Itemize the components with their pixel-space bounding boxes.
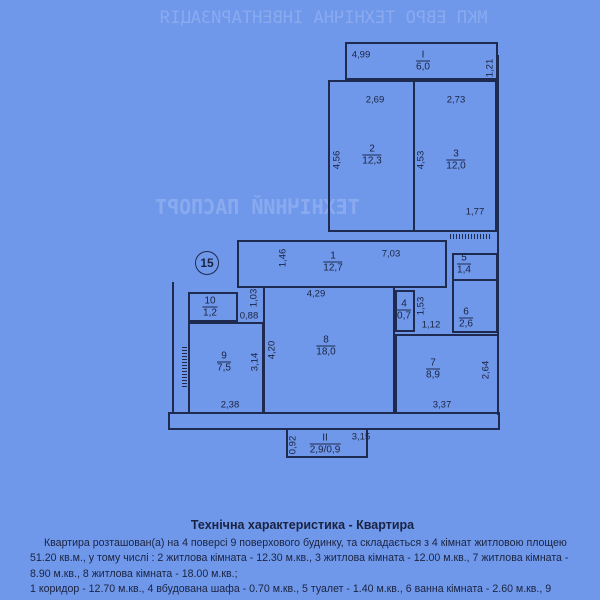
description-title: Технічна характеристика - Квартира <box>190 518 415 532</box>
dimension: 2,38 <box>220 399 240 411</box>
balcony-ii <box>286 428 368 458</box>
description-paragraph: Квартира розташован(а) на 4 поверсі 9 по… <box>30 536 569 580</box>
dimension: 0,92 <box>287 435 299 455</box>
room-10 <box>188 292 238 322</box>
dimension: 1,53 <box>415 296 427 316</box>
dimension: 4,29 <box>306 288 326 300</box>
dimension: 1,46 <box>277 248 289 268</box>
description-paragraph: 1 коридор - 12.70 м.кв., 4 вбудована шаф… <box>30 583 552 596</box>
dimension: 2,69 <box>365 94 385 106</box>
watermark-header: МКП ЕВРО ТЕХНІЧНА ІНВЕНТАРИЗАЦІЯ <box>160 8 488 28</box>
room-6 <box>452 279 498 333</box>
radiator <box>450 234 490 239</box>
dimension: 3,14 <box>249 352 261 372</box>
dimension: 1,21 <box>484 58 496 78</box>
radiator-kitchen <box>182 345 187 387</box>
apartment-number: 15 <box>195 251 219 275</box>
dimension: 3,37 <box>432 399 452 411</box>
dimension: 2,73 <box>446 94 466 106</box>
dimension: 4,20 <box>266 340 278 360</box>
description: Технічна характеристика - Квартира Кварт… <box>30 518 575 598</box>
dimension: 4,99 <box>351 49 371 61</box>
dimension: 1,77 <box>465 206 485 218</box>
outer-wall-left <box>172 282 174 414</box>
dimension: 1,03 <box>248 288 260 308</box>
dimension: 0,88 <box>239 310 259 322</box>
room-4 <box>395 290 415 332</box>
dimension: 2,64 <box>480 360 492 380</box>
dimension: 7,03 <box>381 248 401 260</box>
outer-wall-right <box>497 55 499 415</box>
dimension: 3,15 <box>351 431 371 443</box>
dimension: 1,12 <box>421 319 441 331</box>
room-3 <box>413 80 497 232</box>
dimension: 4,56 <box>331 150 343 170</box>
dimension: 4,53 <box>415 150 427 170</box>
